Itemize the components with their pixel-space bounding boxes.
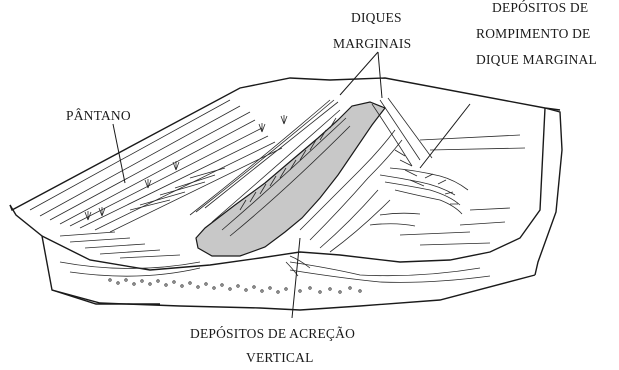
river-channel: [195, 101, 386, 257]
leader-acrecao: [291, 237, 301, 319]
label-diques-line2: MARGINAIS: [333, 36, 411, 51]
leader-diques-right: [377, 51, 383, 99]
gravel-base: [108, 278, 362, 294]
marsh-plants: [84, 115, 288, 221]
leader-rompimento: [419, 103, 471, 169]
label-diques-line1: DIQUES: [351, 10, 402, 25]
left-levee: [189, 99, 351, 237]
front-strata: [59, 255, 491, 283]
label-acrecao-line2: VERTICAL: [246, 350, 314, 365]
left-slope-hatching: [29, 99, 283, 259]
right-levee: [299, 97, 433, 253]
label-rompimento-line1: DEPÓSITOS DE: [492, 0, 588, 15]
leader-diques-left: [339, 51, 379, 96]
label-rompimento-line3: DIQUE MARGINAL: [476, 52, 597, 67]
right-plain-hatching: [369, 134, 526, 246]
crevasse-splay: [379, 167, 469, 215]
label-rompimento-line2: ROMPIMENTO DE: [476, 26, 590, 41]
label-pantano: PÂNTANO: [66, 108, 131, 123]
leader-pantano: [112, 123, 126, 184]
block-outline: [9, 77, 563, 311]
label-acrecao-line1: DEPÓSITOS DE ACREÇÃO: [190, 326, 355, 341]
